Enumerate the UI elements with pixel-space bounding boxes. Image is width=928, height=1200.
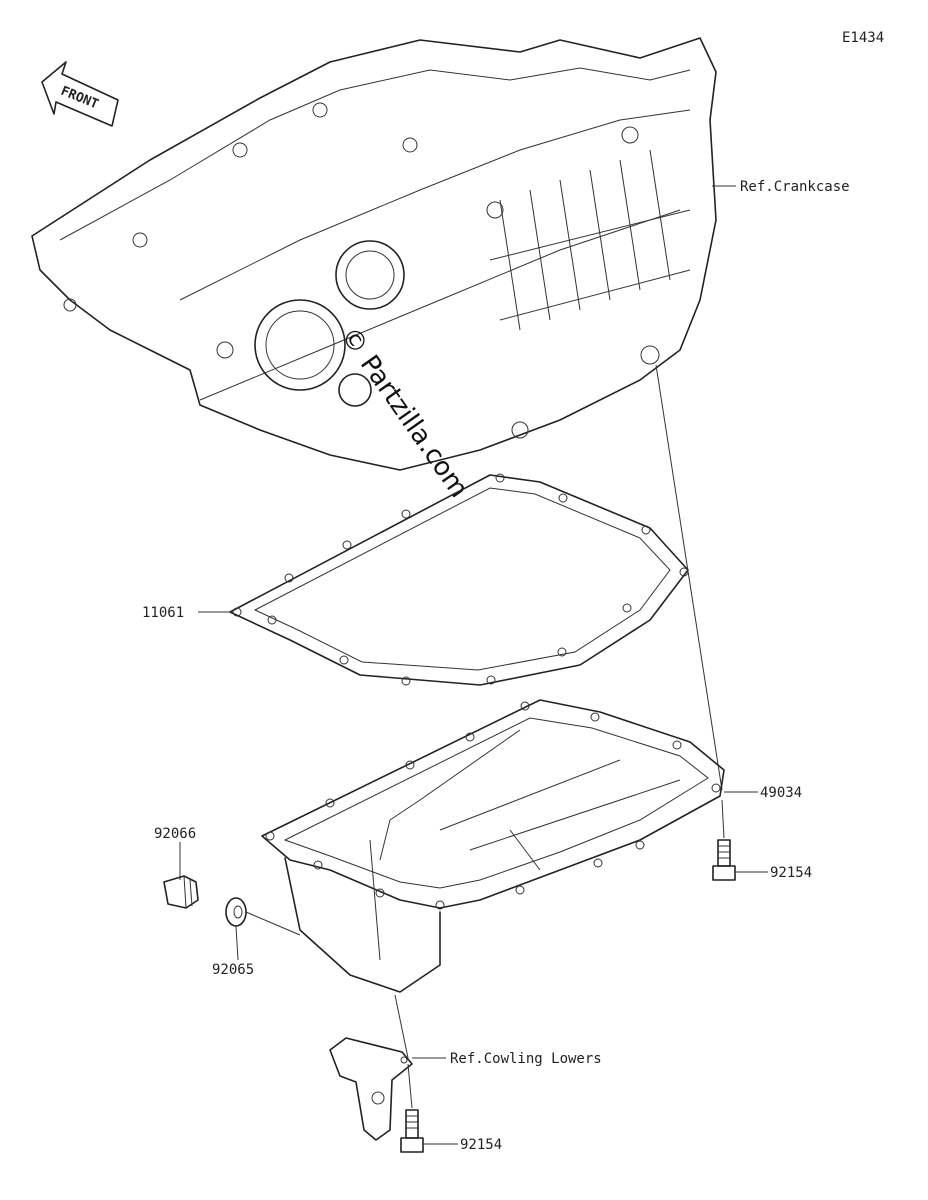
oil-pan-gasket [229,473,689,686]
cowling-bracket [329,1037,413,1141]
oil-pan [261,699,725,993]
label-bolt-right: 92154 [770,865,812,881]
washer [225,897,301,961]
label-bolt-bottom: 92154 [460,1137,502,1153]
crankcase-drawing [31,37,717,471]
label-drain-plug: 92066 [154,826,196,842]
diagram-id: E1434 [842,30,884,46]
bolt-right [712,799,736,881]
drain-plug [163,842,199,909]
label-gasket: 11061 [142,605,184,621]
bolt-bottom [400,1063,424,1153]
watermark: © Partzilla.com [334,322,474,504]
front-arrow-icon: FRONT [41,61,119,127]
label-washer: 92065 [212,962,254,978]
label-cowling: Ref.Cowling Lowers [450,1051,602,1067]
label-crankcase: Ref.Crankcase [740,179,850,195]
label-oil-pan: 49034 [760,785,802,801]
